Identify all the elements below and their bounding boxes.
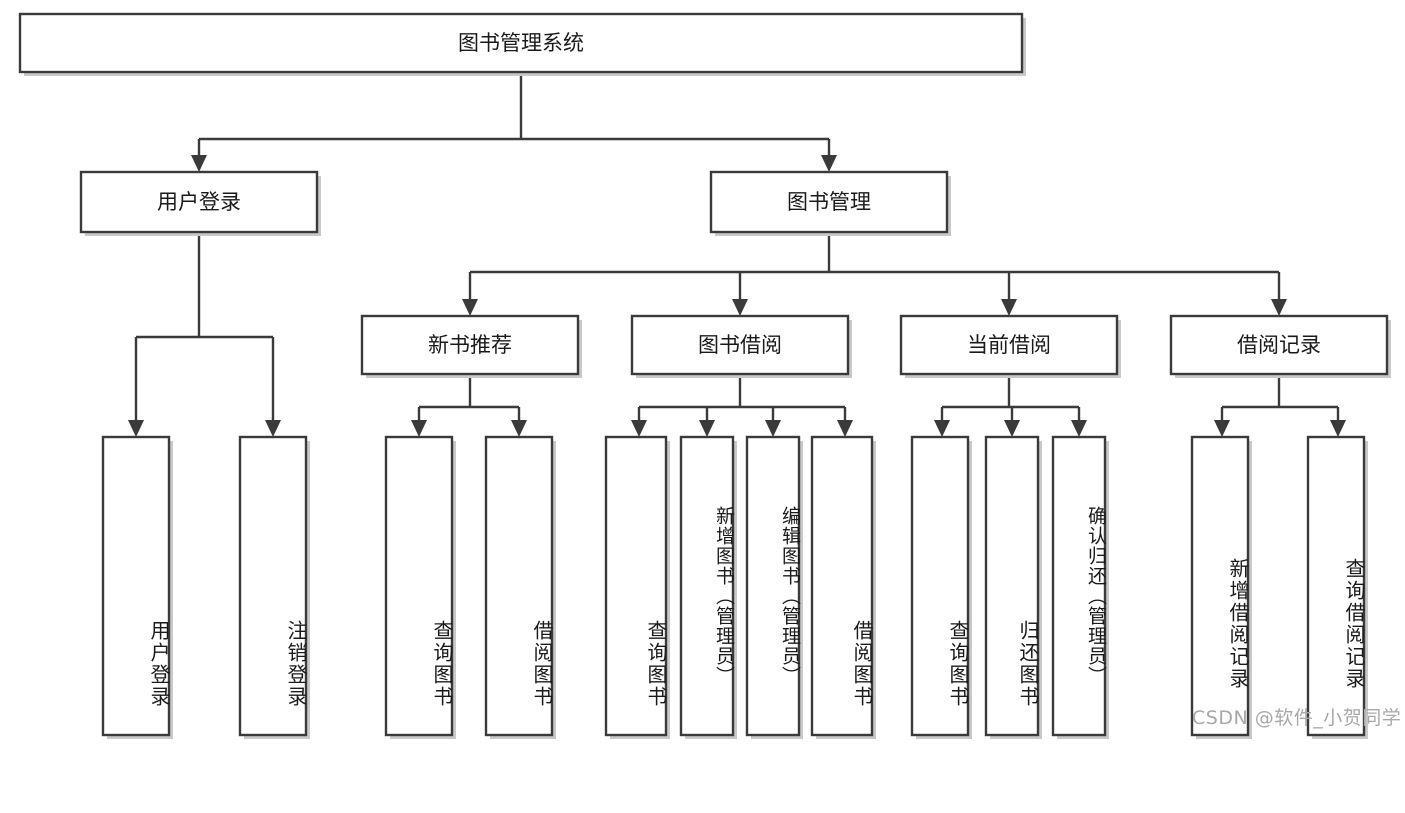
node-leaf-edit-book-rect <box>745 435 801 737</box>
arrow-head-leaf-add-book <box>699 420 715 437</box>
node-borrow-record-rect <box>1169 314 1389 376</box>
arrow-head-leaf-add-borrow-record <box>1214 420 1230 437</box>
node-leaf-borrow-book-rect <box>810 435 874 737</box>
node-leaf-add-book-rect <box>679 435 735 737</box>
arrow-head-leaf-return-book <box>1004 420 1020 437</box>
node-leaf-query-borrow-record-rect <box>1306 435 1366 737</box>
node-leaf-borrow-book-recommend[interactable] <box>484 435 556 739</box>
hierarchy-diagram-svg: 图书管理系统 用户登录 图书管理 新书推荐 图书借阅 当前借阅 <box>18 12 1391 739</box>
node-leaf-edit-book[interactable] <box>745 435 803 739</box>
leaf-node-rects <box>101 435 1368 739</box>
connectors-borrow-record-to-leaves <box>1214 374 1346 437</box>
node-book-borrow-rect <box>630 314 850 376</box>
connectors-book-management-to-level3 <box>462 232 1287 316</box>
arrow-head-book-management <box>821 155 837 172</box>
arrow-head-leaf-query-book-current <box>934 420 950 437</box>
node-book-management-label: 图书管理 <box>787 190 871 214</box>
node-leaf-confirm-return-rect <box>1051 435 1107 737</box>
arrow-head-leaf-edit-book <box>765 420 781 437</box>
arrow-head-new-book-recommend <box>462 299 478 316</box>
node-root[interactable]: 图书管理系统 <box>18 12 1026 76</box>
arrow-head-leaf-query-book-recommend <box>411 420 427 437</box>
node-current-borrow-label: 当前借阅 <box>967 333 1051 357</box>
node-new-book-recommend-label: 新书推荐 <box>428 333 512 357</box>
diagram-canvas: 图书管理系统 用户登录 图书管理 新书推荐 图书借阅 当前借阅 <box>18 12 1402 739</box>
arrow-head-current-borrow <box>1001 299 1017 316</box>
node-leaf-borrow-book-recommend-rect <box>484 435 554 737</box>
arrow-head-leaf-user-logout <box>265 420 281 437</box>
node-current-borrow[interactable]: 当前借阅 <box>899 314 1121 378</box>
node-user-login[interactable]: 用户登录 <box>79 170 321 236</box>
node-leaf-user-login[interactable] <box>101 435 173 739</box>
node-leaf-query-book-current[interactable] <box>910 435 972 739</box>
node-current-borrow-rect <box>899 314 1119 376</box>
arrow-head-leaf-user-login <box>128 420 144 437</box>
node-leaf-query-book-current-rect <box>910 435 970 737</box>
arrow-head-leaf-borrow-book <box>837 420 853 437</box>
node-root-rect <box>18 12 1024 74</box>
arrow-head-leaf-confirm-return <box>1071 420 1087 437</box>
node-leaf-user-login-rect <box>101 435 171 737</box>
arrow-head-book-borrow <box>732 299 748 316</box>
connectors-user-login-to-leaves <box>128 232 281 437</box>
csdn-watermark: CSDN @软件_小贺同学 <box>1192 707 1402 729</box>
arrow-head-leaf-borrow-book-recommend <box>511 420 527 437</box>
node-leaf-add-borrow-record-rect <box>1190 435 1250 737</box>
node-leaf-user-logout-rect <box>238 435 308 737</box>
node-leaf-query-book-recommend-rect <box>384 435 454 737</box>
node-book-borrow[interactable]: 图书借阅 <box>630 314 852 378</box>
node-new-book-recommend-rect <box>360 314 580 376</box>
node-borrow-record[interactable]: 借阅记录 <box>1169 314 1391 378</box>
node-leaf-query-book-recommend[interactable] <box>384 435 456 739</box>
arrow-head-leaf-query-book-borrow <box>631 420 647 437</box>
node-leaf-user-logout[interactable] <box>238 435 310 739</box>
node-leaf-return-book-rect <box>984 435 1040 737</box>
node-new-book-recommend[interactable]: 新书推荐 <box>360 314 582 378</box>
arrow-head-leaf-query-borrow-record <box>1330 420 1346 437</box>
connectors-book-borrow-to-leaves <box>631 374 853 437</box>
node-leaf-query-book-borrow-rect <box>604 435 668 737</box>
node-root-label: 图书管理系统 <box>458 31 584 55</box>
node-book-borrow-label: 图书借阅 <box>698 333 782 357</box>
node-leaf-return-book[interactable] <box>984 435 1042 739</box>
node-user-login-rect <box>79 170 319 234</box>
node-book-management-rect <box>709 170 949 234</box>
connectors-current-borrow-to-leaves <box>934 374 1087 437</box>
connectors-new-book-recommend-to-leaves <box>411 374 527 437</box>
node-leaf-add-book[interactable] <box>679 435 737 739</box>
node-leaf-query-borrow-record[interactable] <box>1306 435 1368 739</box>
arrow-head-borrow-record <box>1271 299 1287 316</box>
node-book-management[interactable]: 图书管理 <box>709 170 951 236</box>
node-leaf-confirm-return[interactable] <box>1051 435 1109 739</box>
node-leaf-borrow-book[interactable] <box>810 435 876 739</box>
node-leaf-query-book-borrow[interactable] <box>604 435 670 739</box>
connectors-root-to-level2 <box>191 72 837 172</box>
node-leaf-add-borrow-record[interactable] <box>1190 435 1252 739</box>
node-user-login-label: 用户登录 <box>157 190 241 214</box>
arrow-head-user-login <box>191 155 207 172</box>
node-borrow-record-label: 借阅记录 <box>1237 333 1321 357</box>
